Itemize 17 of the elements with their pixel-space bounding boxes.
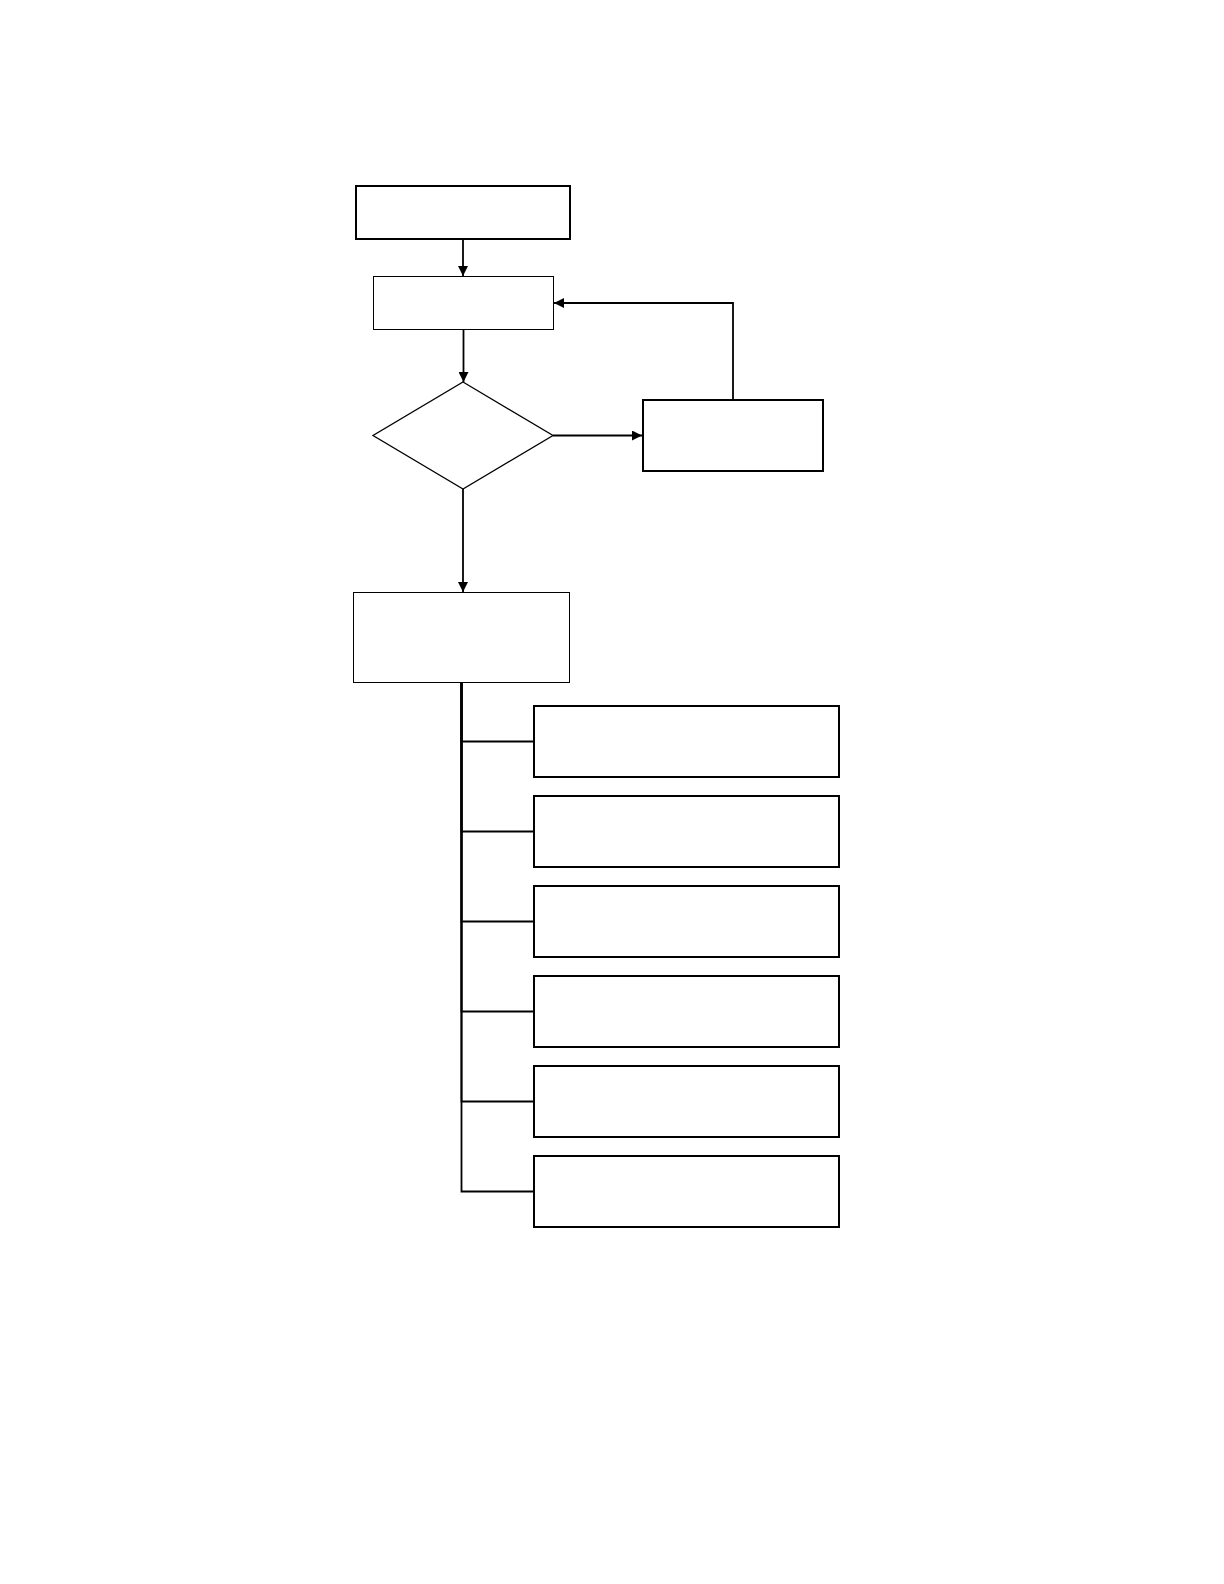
process-box [533,885,840,958]
process-box [373,276,554,330]
connector-line [460,682,534,1193]
process-box [533,1065,840,1138]
arrow [552,430,643,441]
process-box [533,1155,840,1228]
process-box [533,975,840,1048]
arrow [458,239,468,277]
arrow [458,329,469,383]
arrow [553,298,734,400]
process-box [353,592,570,683]
process-box [533,705,840,778]
arrow [458,488,468,593]
process-box [642,399,824,472]
process-box [533,795,840,868]
process-box [355,185,571,240]
decision-diamond [373,382,553,489]
